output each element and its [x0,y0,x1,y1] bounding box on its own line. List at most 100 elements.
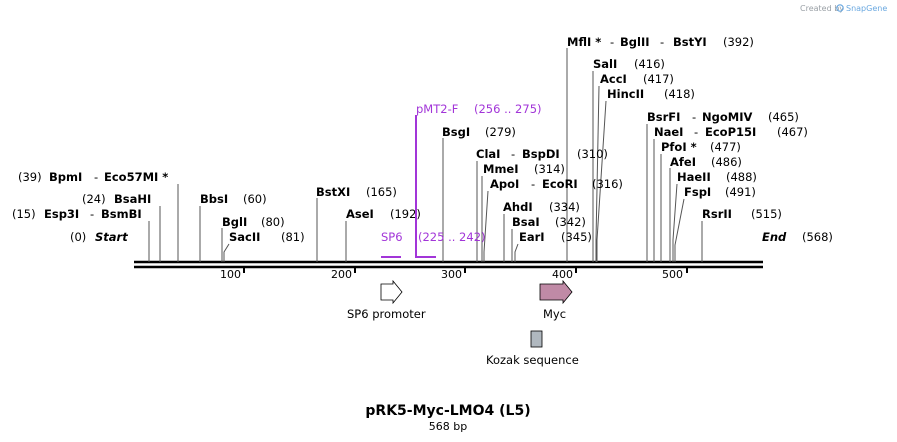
site-pos: (24) [82,192,106,206]
ruler-label-100: 100 [220,268,241,281]
site-pos: (80) [261,215,285,229]
site-pos: (465) [768,110,799,124]
site-name-rsrii[interactable]: RsrII [702,207,732,221]
end-label: End [762,230,787,244]
primer-arrow-pmt2-f [415,115,436,258]
site-name-eari[interactable]: EarI [519,230,545,244]
site-separator: - [660,35,664,49]
site-name-ecop15i[interactable]: EcoP15I [705,125,756,139]
site-pos: (279) [485,125,516,139]
site-name-eco57mi[interactable]: Eco57MI * [104,170,168,184]
feature-arrow-icon [380,279,403,305]
primer-range-pmt2-f: (256 .. 275) [474,102,542,116]
site-name-ahdi[interactable]: AhdI [503,200,533,214]
primer-sp6[interactable]: SP6 (225 .. 242) [381,230,486,258]
site-pos: (334) [549,200,580,214]
site-name-hincii[interactable]: HincII [607,87,644,101]
end-pos: (568) [802,230,833,244]
site-pos: (488) [726,170,757,184]
site-pos: (515) [751,207,782,221]
site-separator: - [94,170,98,184]
site-leader-lines [148,48,703,262]
site-name-clai[interactable]: ClaI [476,147,500,161]
site-name-bglii[interactable]: BglII [620,35,650,49]
site-name-bstxi[interactable]: BstXI [316,185,350,199]
primer-name-pmt2-f: pMT2-F [416,102,458,116]
feature-label-kozak: Kozak sequence [486,353,579,367]
site-pos: (39) [18,170,42,184]
site-pos: (486) [711,155,742,169]
site-name-haeii[interactable]: HaeII [677,170,711,184]
site-name-mfli[interactable]: MflI * [567,35,601,49]
site-pos: (316) [592,177,623,191]
site-pos: (15) [12,207,36,221]
site-separator: - [692,110,696,124]
snapgene-logo-icon [836,4,844,12]
site-pos: (60) [243,192,267,206]
site-pos: (467) [777,125,808,139]
site-name-bpmi[interactable]: BpmI [49,170,82,184]
site-name-esp3i[interactable]: Esp3I [44,207,79,221]
site-name-apoi[interactable]: ApoI [490,177,519,191]
site-pos: (392) [723,35,754,49]
site-name-sali[interactable]: SalI [593,57,617,71]
primer-range-sp6: (225 .. 242) [418,230,486,244]
ruler-label-300: 300 [441,268,462,281]
site-separator: - [694,125,698,139]
site-name-bgli[interactable]: BglI [222,215,247,229]
site-pos: (491) [725,185,756,199]
site-name-fspi[interactable]: FspI [684,185,711,199]
map-length: 568 bp [429,420,467,433]
site-name-pfoi[interactable]: PfoI * [661,140,697,154]
site-name-bbsi[interactable]: BbsI [200,192,228,206]
site-pos: (418) [664,87,695,101]
site-name-sacii[interactable]: SacII [229,230,260,244]
site-pos: (477) [710,140,741,154]
credit-created-by: Created by [800,4,844,13]
sequence-backbone [134,260,763,269]
site-pos: (165) [366,185,397,199]
site-name-naei[interactable]: NaeI [654,125,683,139]
site-pos: (342) [555,215,586,229]
site-pos: (310) [577,147,608,161]
start-pos: (0) [70,230,86,244]
site-name-bsrfi[interactable]: BsrFI [647,110,680,124]
site-pos: (192) [390,207,421,221]
site-name-bsai[interactable]: BsaI [512,215,540,229]
feature-arrow-icon [539,279,573,305]
site-name-afei[interactable]: AfeI [670,155,696,169]
site-name-bstyi[interactable]: BstYI [673,35,707,49]
ruler-label-500: 500 [662,268,683,281]
feature-label-sp6-promoter: SP6 promoter [347,307,426,321]
site-name-bsahi[interactable]: BsaHI [114,192,151,206]
site-name-asei[interactable]: AseI [346,207,374,221]
site-separator: - [511,147,515,161]
site-pos: (416) [634,57,665,71]
site-pos: (81) [281,230,305,244]
credit-brand: SnapGene [846,4,887,13]
site-name-mmei[interactable]: MmeI [483,162,519,176]
site-name-bsmbi[interactable]: BsmBI [101,207,142,221]
feature-myc[interactable]: Myc [539,279,573,321]
site-name-bspdi[interactable]: BspDI [522,147,560,161]
feature-sp6-promoter[interactable]: SP6 promoter [347,279,426,321]
site-separator: - [610,35,614,49]
start-label: Start [95,230,128,244]
site-pos: (417) [643,72,674,86]
primer-pmt2-f[interactable]: pMT2-F (256 .. 275) [415,102,542,258]
feature-box-icon [530,330,543,348]
site-name-ngomiv[interactable]: NgoMIV [702,110,752,124]
site-separator: - [531,177,535,191]
site-pos: (345) [561,230,592,244]
site-name-bsgi[interactable]: BsgI [442,125,470,139]
ruler-label-200: 200 [331,268,352,281]
site-name-acci[interactable]: AccI [600,72,627,86]
feature-label-myc: Myc [543,307,566,321]
feature-kozak-sequence[interactable]: Kozak sequence [486,330,579,367]
site-name-ecori[interactable]: EcoRI [542,177,578,191]
site-separator: - [90,207,94,221]
primer-name-sp6: SP6 [381,230,403,244]
site-pos: (314) [534,162,565,176]
